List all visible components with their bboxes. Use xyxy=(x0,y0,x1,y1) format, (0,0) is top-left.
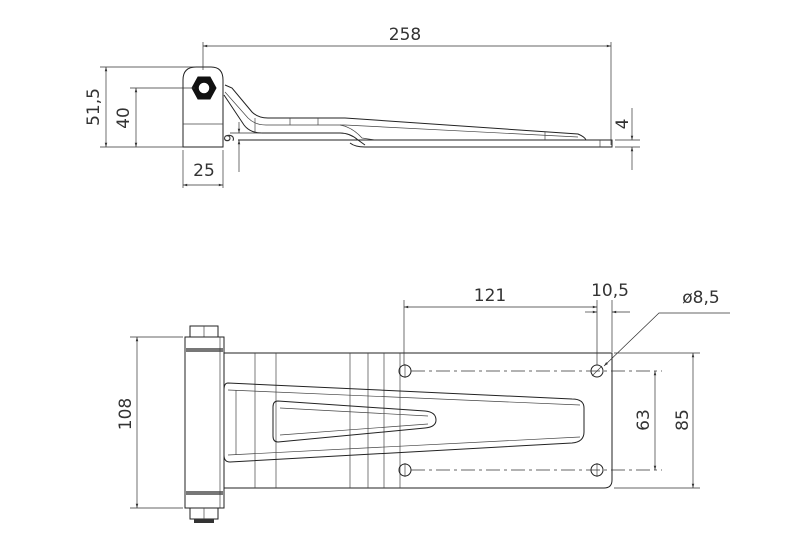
dimension-overall-length: 258 xyxy=(202,25,612,145)
dimension-knuckle-length: 108 xyxy=(116,336,183,509)
dimension-pin-height: 40 xyxy=(114,87,195,147)
knuckle-top xyxy=(184,325,225,523)
side-view: 258 51,5 40 25 9 xyxy=(84,25,640,188)
dimension-offset: 9 xyxy=(223,122,262,172)
leaf-side xyxy=(223,84,613,148)
dimension-plate-width: 85 xyxy=(614,352,700,489)
center-lines xyxy=(411,370,662,471)
dimension-label: 85 xyxy=(673,409,693,431)
dimension-label: 25 xyxy=(193,161,215,181)
dimension-label: 121 xyxy=(474,286,506,306)
mounting-holes xyxy=(398,364,604,477)
dimension-label: 258 xyxy=(389,25,421,45)
dimension-plate-thickness: 4 xyxy=(613,108,640,170)
dimension-label: 51,5 xyxy=(84,88,104,126)
dimension-label: 10,5 xyxy=(591,281,629,301)
dimension-hole-diameter: ø8,5 xyxy=(603,288,730,367)
dimension-label: 4 xyxy=(613,119,633,130)
mounting-plate xyxy=(224,352,613,489)
hex-nut-icon xyxy=(191,76,217,100)
top-view: 108 121 10,5 ø8,5 63 xyxy=(116,281,730,523)
leaf-top xyxy=(223,382,585,463)
dimension-label: 9 xyxy=(223,134,238,142)
dimension-knuckle-width: 25 xyxy=(182,150,224,188)
dimension-hole-spacing-y: 63 xyxy=(634,371,657,470)
dimension-overall-height: 51,5 xyxy=(84,66,195,148)
dimension-label: 63 xyxy=(634,409,654,431)
knuckle-side xyxy=(182,66,224,148)
dimension-label: 108 xyxy=(116,398,136,430)
dimension-hole-spacing-x: 121 xyxy=(403,286,598,365)
dimension-label: 40 xyxy=(114,107,134,129)
dimension-hole-edge-offset: 10,5 xyxy=(585,281,630,352)
dimension-label: ø8,5 xyxy=(682,288,719,308)
